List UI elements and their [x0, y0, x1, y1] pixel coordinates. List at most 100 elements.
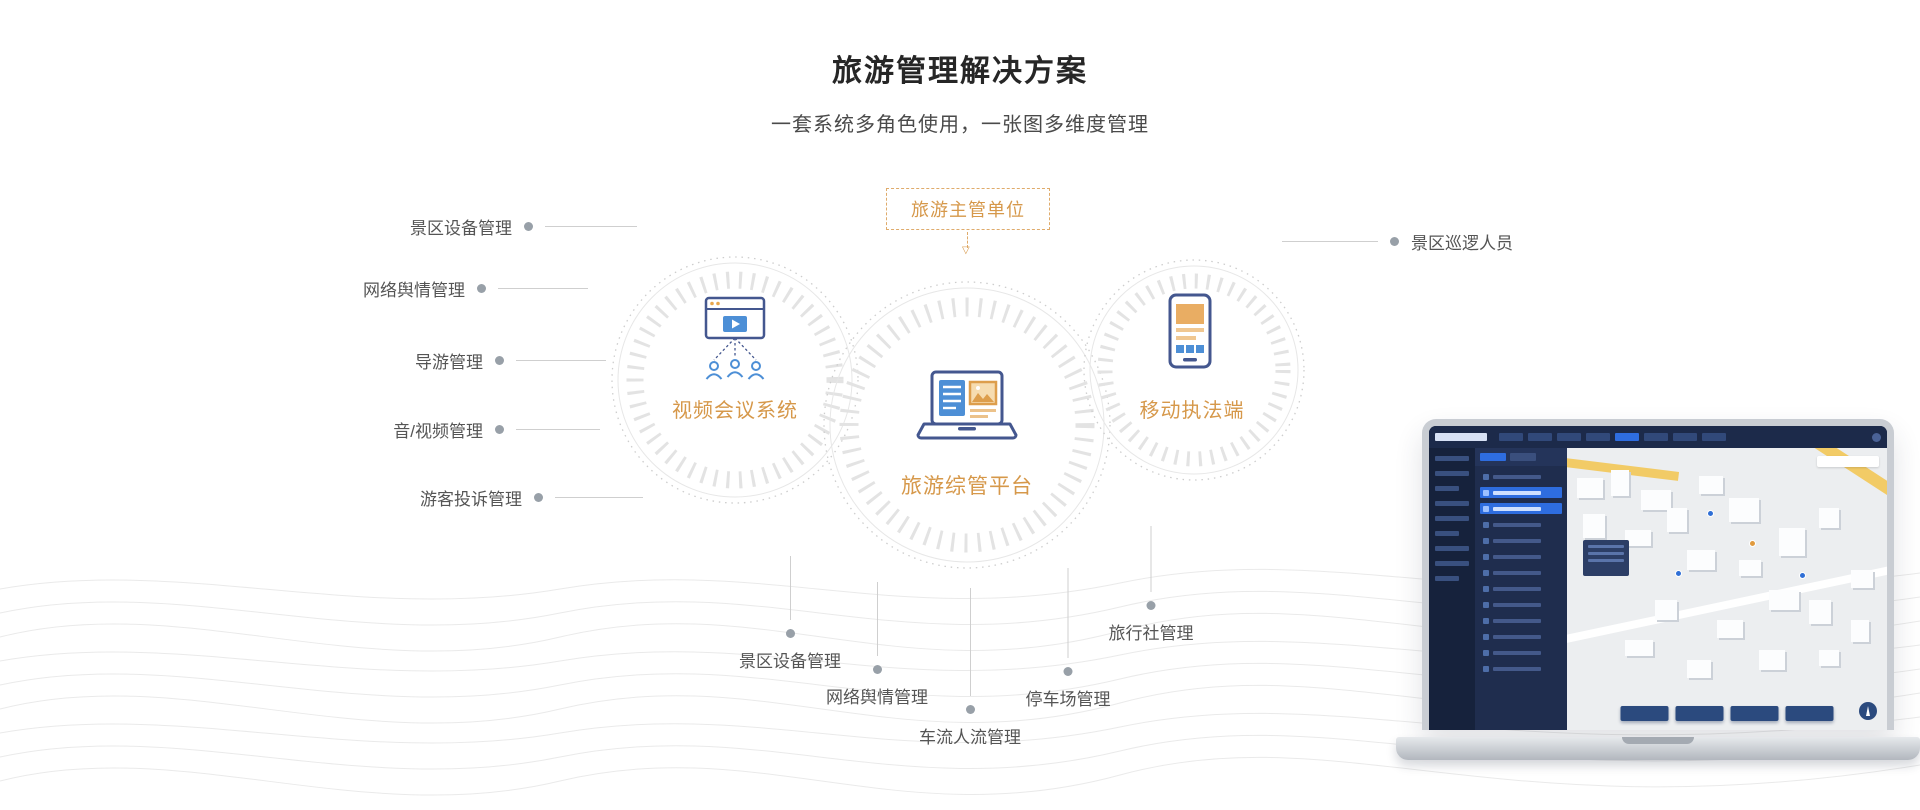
left-label: 景区设备管理 — [410, 218, 512, 238]
connector-dot — [785, 629, 795, 638]
map-building — [1851, 620, 1869, 642]
connector-line — [555, 496, 643, 498]
connector-line — [516, 428, 600, 430]
map-building — [1739, 560, 1761, 576]
connector-dot — [495, 424, 504, 434]
connector-line — [1150, 526, 1152, 592]
map-building — [1779, 528, 1805, 556]
dashboard-topbar — [1429, 426, 1887, 448]
bottom-label-column: 停车场管理 — [1026, 568, 1111, 710]
map-building — [1625, 640, 1653, 656]
left-label-row: 导游管理 — [415, 348, 606, 372]
dashboard-panel — [1475, 448, 1567, 730]
laptop-base — [1396, 737, 1920, 760]
connector-line — [516, 359, 606, 361]
connector-dot — [1390, 236, 1399, 246]
mobile-terminal-icon — [1168, 293, 1212, 369]
platform-laptop-icon — [916, 370, 1018, 440]
map-compass-icon — [1859, 702, 1877, 720]
right-label: 景区巡逻人员 — [1411, 233, 1513, 253]
map-building — [1667, 508, 1687, 532]
bottom-label: 旅行社管理 — [1108, 624, 1194, 643]
dashboard-map — [1567, 448, 1887, 730]
connector-dot — [965, 705, 975, 714]
map-building — [1641, 490, 1671, 510]
left-label-row: 景区设备管理 — [410, 214, 637, 238]
connector-line — [545, 225, 637, 227]
authority-connector-line — [967, 232, 968, 248]
map-building — [1851, 570, 1873, 588]
connector-line — [1067, 568, 1069, 658]
bottom-label: 停车场管理 — [1025, 690, 1111, 709]
page-title: 旅游管理解决方案 — [832, 55, 1088, 88]
ring-mobile-enforcement — [1083, 259, 1305, 481]
laptop-mockup — [1396, 419, 1920, 760]
connector-dot — [477, 283, 486, 293]
map-search-bar — [1817, 456, 1879, 467]
map-building — [1687, 660, 1711, 678]
dashboard-logo — [1435, 433, 1487, 441]
connector-dot — [524, 221, 533, 231]
left-label-row: 音/视频管理 — [393, 417, 600, 441]
map-building — [1655, 600, 1677, 620]
connector-dot — [1063, 667, 1073, 676]
map-building — [1729, 498, 1759, 522]
connector-dot — [495, 355, 504, 365]
connector-dot — [1146, 601, 1156, 610]
page-subtitle: 一套系统多角色使用，一张图多维度管理 — [771, 114, 1149, 136]
left-label-row: 游客投诉管理 — [420, 485, 643, 509]
connector-line — [498, 287, 588, 289]
bottom-label: 景区设备管理 — [739, 652, 841, 671]
video-conference-icon — [704, 296, 766, 380]
right-label-row: 景区巡逻人员 — [1282, 229, 1513, 253]
arrow-down-icon: ▽ — [962, 245, 970, 256]
bottom-label: 车流人流管理 — [919, 728, 1021, 747]
left-label-row: 网络舆情管理 — [363, 276, 588, 300]
left-label: 音/视频管理 — [393, 421, 483, 441]
waves-background — [0, 568, 1920, 796]
map-building — [1759, 650, 1785, 670]
left-label: 网络舆情管理 — [363, 280, 465, 300]
connector-line — [969, 588, 971, 696]
left-label: 游客投诉管理 — [420, 489, 522, 509]
map-marker — [1707, 510, 1714, 517]
map-marker — [1675, 570, 1682, 577]
connector-dot — [534, 492, 543, 502]
connector-dot — [872, 665, 882, 674]
laptop-frame — [1422, 419, 1894, 730]
node-label-platform: 旅游综管平台 — [901, 475, 1033, 498]
map-building — [1699, 476, 1723, 494]
dashboard-panel-header — [1475, 448, 1567, 466]
bottom-label-column: 旅行社管理 — [1109, 526, 1194, 644]
node-label-video-conference: 视频会议系统 — [672, 400, 798, 422]
map-building — [1625, 530, 1651, 546]
map-building — [1819, 650, 1839, 666]
connector-line — [789, 556, 791, 620]
dashboard-panel-rows — [1475, 466, 1567, 730]
dashboard-sidebar — [1429, 448, 1475, 730]
map-building — [1769, 590, 1799, 610]
laptop-screen — [1429, 426, 1887, 730]
map-toolbar — [1620, 706, 1834, 721]
map-building — [1809, 600, 1831, 624]
bottom-label-column: 景区设备管理 — [739, 556, 841, 672]
node-label-mobile-enforcement: 移动执法端 — [1139, 400, 1245, 422]
connector-line — [876, 582, 878, 656]
left-label: 导游管理 — [415, 352, 483, 372]
bottom-label: 网络舆情管理 — [826, 688, 928, 707]
dashboard-topmenu — [1499, 433, 1866, 441]
authority-box: 旅游主管单位 — [886, 188, 1050, 230]
dashboard-body — [1429, 448, 1887, 730]
connector-line — [1282, 240, 1378, 242]
map-marker — [1749, 540, 1756, 547]
authority-label: 旅游主管单位 — [911, 200, 1025, 220]
map-building — [1583, 514, 1605, 538]
map-building — [1611, 470, 1629, 496]
dashboard-avatar — [1872, 432, 1881, 442]
map-info-panel — [1583, 540, 1629, 576]
ring-video-conference — [611, 256, 859, 504]
map-marker — [1799, 572, 1806, 579]
map-building — [1819, 508, 1839, 528]
map-building — [1687, 550, 1715, 570]
